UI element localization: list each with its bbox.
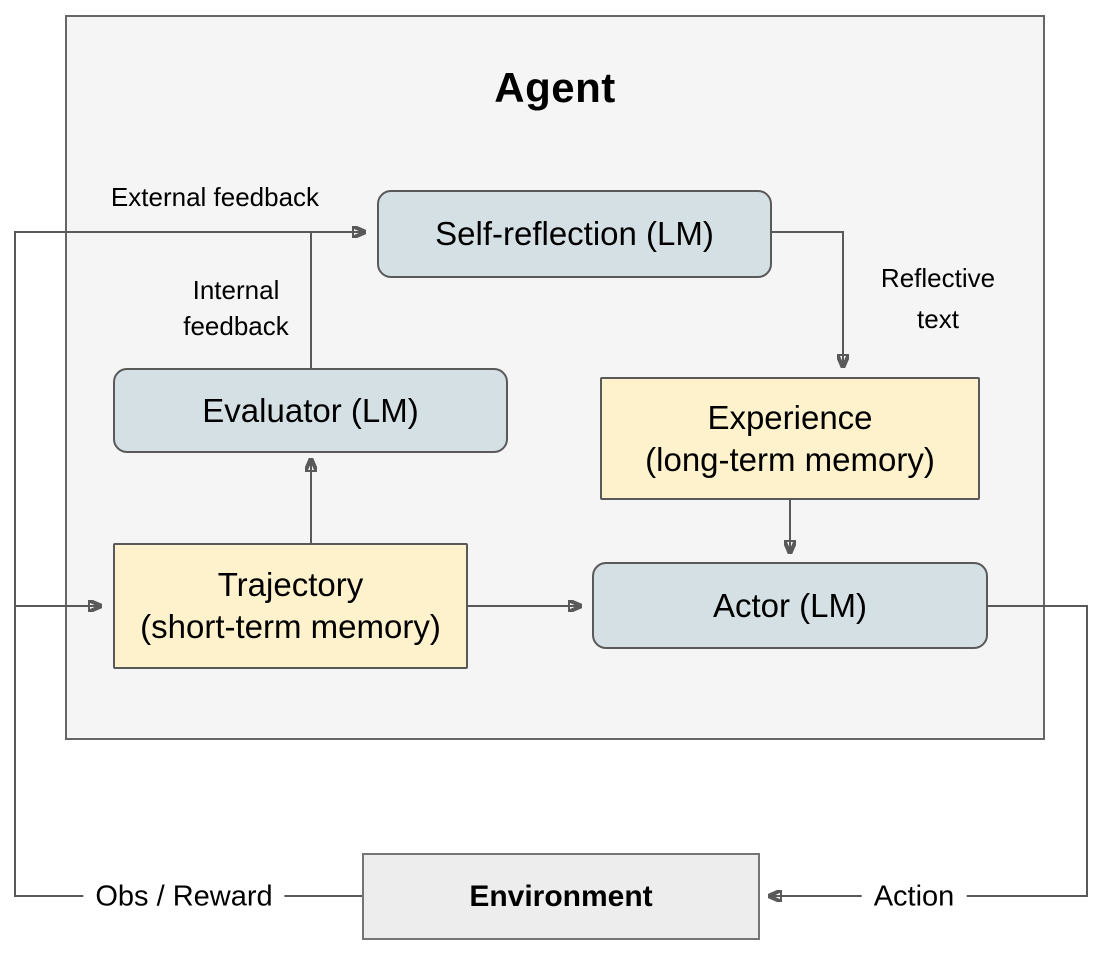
reflective-text-label-line2: text [917,304,959,334]
evaluator-label: Evaluator (LM) [202,391,419,429]
self-reflection-label: Self-reflection (LM) [435,215,714,252]
evaluator-node: Evaluator (LM) [113,368,508,453]
experience-label-line1: Experience [707,398,873,436]
obs-reward-label: Obs / Reward [83,878,285,916]
reflective-text-label-line1: Reflective [880,263,996,293]
external-feedback-label: External feedback [110,182,320,212]
internal-feedback-label-line2: feedback [183,311,289,341]
actor-label: Actor (LM) [712,586,867,624]
actor-node: Actor (LM) [592,562,988,649]
experience-label-line2: (long-term memory) [645,440,935,478]
reflective-text-label: Reflective text [858,258,1018,340]
trajectory-label-line2: (short-term memory) [140,608,441,645]
internal-feedback-label: Internal feedback [156,272,316,344]
internal-feedback-label-line1: Internal [192,275,280,305]
environment-node: Environment [362,853,760,940]
trajectory-node: Trajectory (short-term memory) [113,543,468,669]
experience-node: Experience (long-term memory) [600,377,980,500]
trajectory-label-line1: Trajectory [217,566,364,603]
action-label: Action [861,878,967,916]
self-reflection-node: Self-reflection (LM) [377,190,772,278]
environment-label: Environment [469,879,653,913]
agent-title: Agent [494,64,616,111]
